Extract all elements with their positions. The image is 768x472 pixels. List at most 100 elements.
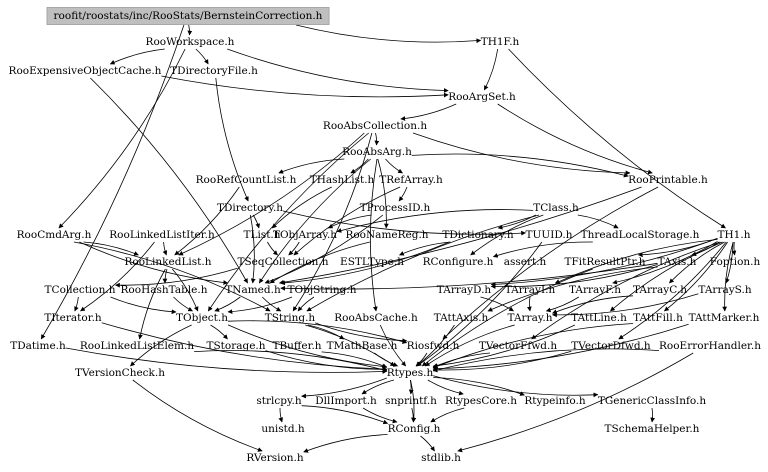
node-snprintf[interactable]: snprintf.h [385,395,437,407]
node-rversion[interactable]: RVersion.h [246,452,304,464]
node-tobjarray[interactable]: TObjArray.h [272,229,338,241]
node-assert[interactable]: assert.h [503,256,547,268]
edge-tarrayc-to-tarray [552,295,634,314]
edge-tseqcollection-to-tcollection [115,267,238,288]
edge-roolinkedlistiter-to-titerator [80,241,155,312]
node-tdirectoryfile[interactable]: TDirectoryFile.h [170,65,258,77]
edge-tnamed-to-tstring [262,296,282,312]
edge-rooabscollection-to-tstring [292,132,373,312]
node-rooargset[interactable]: RooArgSet.h [448,91,516,103]
node-rooerrorhandler[interactable]: RooErrorHandler.h [658,340,762,352]
node-rooabsarg[interactable]: RooAbsArg.h [342,146,412,158]
node-roorefcountlist[interactable]: RooRefCountList.h [195,174,297,186]
node-stdlib[interactable]: stdlib.h [421,452,461,464]
root-node[interactable]: roofit/roostats/inc/RooStats/BernsteinCo… [46,7,330,25]
node-tfitresultptr[interactable]: TFitResultPtr.h [564,256,646,268]
node-tarrayf[interactable]: TArrayF.h [569,284,621,296]
node-rooworkspace[interactable]: RooWorkspace.h [145,36,235,48]
node-tobjstring[interactable]: TObjString.h [287,284,357,296]
node-strlcpy[interactable]: strlcpy.h [256,395,302,407]
edge-tstorage-to-rtypes [265,350,388,372]
edge-tdirectoryfile-to-tdirectory [215,77,249,202]
node-tmathbase[interactable]: TMathBase.h [326,340,398,352]
node-rtypes[interactable]: Rtypes.h [386,367,434,379]
edge-roonamereg-to-tnamed [269,241,370,284]
node-tattaxis[interactable]: TAttAxis.h [433,312,489,324]
node-roolinkedlistiter[interactable]: RooLinkedListIter.h [109,229,215,241]
node-th1f[interactable]: TH1F.h [480,36,520,48]
edge-tarrayf-to-tarray [545,296,580,313]
node-th1[interactable]: TH1.h [717,229,751,241]
node-tseqcollection[interactable]: TSeqCollection.h [237,256,329,268]
node-tattline[interactable]: TAttLine.h [571,312,627,324]
edge-roolinkedlist-to-tobject [171,268,199,312]
node-tclass[interactable]: TClass.h [533,202,579,214]
node-tarrays[interactable]: TArrayS.h [698,284,752,296]
edge-tattmarker-to-rtypes [432,323,689,372]
edge-roocmdarg-to-tstring [73,241,271,312]
node-tarray[interactable]: TArray.h [507,312,553,324]
node-tprocessid[interactable]: TProcessID.h [359,202,431,214]
edge-rooabscollection-to-roolinkedlist [178,132,365,256]
node-titerator[interactable]: TIterator.h [44,312,102,324]
node-tdictionary[interactable]: TDictionary.h [442,229,514,241]
node-tbuffer[interactable]: TBuffer.h [272,340,322,352]
node-rtypescore[interactable]: RtypesCore.h [444,395,518,407]
edge-tcollection-to-tobject [110,296,177,315]
node-tuuid[interactable]: TUUID.h [525,229,573,241]
node-tgenericclassinfo[interactable]: TGenericClassInfo.h [597,395,707,407]
edge-tstring-to-riosfwd [315,322,408,344]
node-roohashtable[interactable]: RooHashTable.h [120,284,208,296]
edge-tvectorffwd-to-rtypes [432,352,491,368]
node-roolinkedlist[interactable]: RooLinkedList.h [124,256,212,268]
node-tlist[interactable]: TList.h [243,229,281,241]
node-tattfill[interactable]: TAttFill.h [633,312,683,324]
edge-rooerrorhandler-to-rtypes [432,348,660,373]
edge-tclass-to-tobjarray [336,209,534,233]
node-dllimport[interactable]: DllImport.h [315,395,377,407]
edge-tobject-to-rtypes [227,324,388,369]
node-tdatime[interactable]: TDatime.h [10,340,66,352]
node-tvectordfwd[interactable]: TVectorDfwd.h [571,340,651,352]
node-roolinkedlistelem[interactable]: RooLinkedListElem.h [79,340,195,352]
edge-tvectordfwd-to-rtypes [432,350,572,373]
node-unistd[interactable]: unistd.h [261,423,305,435]
node-rooabscollection[interactable]: RooAbsCollection.h [322,120,428,132]
edge-threadlocalstorage-to-rconfigure [492,241,593,258]
edge-titerator-to-rtypes [101,322,388,372]
node-foption[interactable]: Foption.h [709,256,761,268]
node-rtypeinfo[interactable]: Rtypeinfo.h [524,395,586,407]
node-rooprintable[interactable]: RooPrintable.h [628,174,708,186]
node-tattmarker[interactable]: TAttMarker.h [688,312,760,324]
node-trefarray[interactable]: TRefArray.h [379,174,443,186]
node-tstorage[interactable]: TStorage.h [206,340,266,352]
node-estltype[interactable]: ESTLType.h [340,256,404,268]
node-tarrayi[interactable]: TArrayI.h [504,284,556,296]
node-rooabscache[interactable]: RooAbsCache.h [334,312,418,324]
node-riosfwd[interactable]: Riosfwd.h [406,340,460,352]
node-tdirectory[interactable]: TDirectory.h [216,202,284,214]
node-tarrayd[interactable]: TArrayD.h [436,284,492,296]
edge-snprintf-to-rconfig [411,407,416,423]
edge-tobject-to-tstorage [210,324,228,340]
node-tschemahelper[interactable]: TSchemaHelper.h [604,423,700,435]
edge-tnamed-to-tobject [214,296,241,312]
node-roocmdarg[interactable]: RooCmdArg.h [16,229,92,241]
node-tnamed[interactable]: TNamed.h [225,284,281,296]
node-rconfig[interactable]: RConfig.h [387,423,441,435]
node-tversioncheck[interactable]: TVersionCheck.h [74,367,166,379]
node-tcollection[interactable]: TCollection.h [44,284,116,296]
node-threadlocalstorage[interactable]: ThreadLocalStorage.h [580,229,700,241]
node-roonamereg[interactable]: RooNameReg.h [345,229,429,241]
edge-rooexpensiveobjectcache-to-rooargset [161,75,449,98]
node-rconfigure[interactable]: RConfigure.h [422,256,494,268]
node-tarrayc[interactable]: TArrayC.h [632,284,688,296]
node-rooexpensiveobjectcache[interactable]: RooExpensiveObjectCache.h [8,65,162,77]
node-tvectorffwd[interactable]: TVectorFfwd.h [478,340,558,352]
node-tstring[interactable]: TString.h [264,312,316,324]
edge-tdirectory-to-tuuid [282,210,526,236]
node-thashlist[interactable]: THashList.h [309,174,375,186]
node-taxis[interactable]: TAxis.h [657,256,697,268]
edge-tfitresultptr-to-rtypes [421,268,593,367]
node-tobject[interactable]: TObject.h [175,312,229,324]
